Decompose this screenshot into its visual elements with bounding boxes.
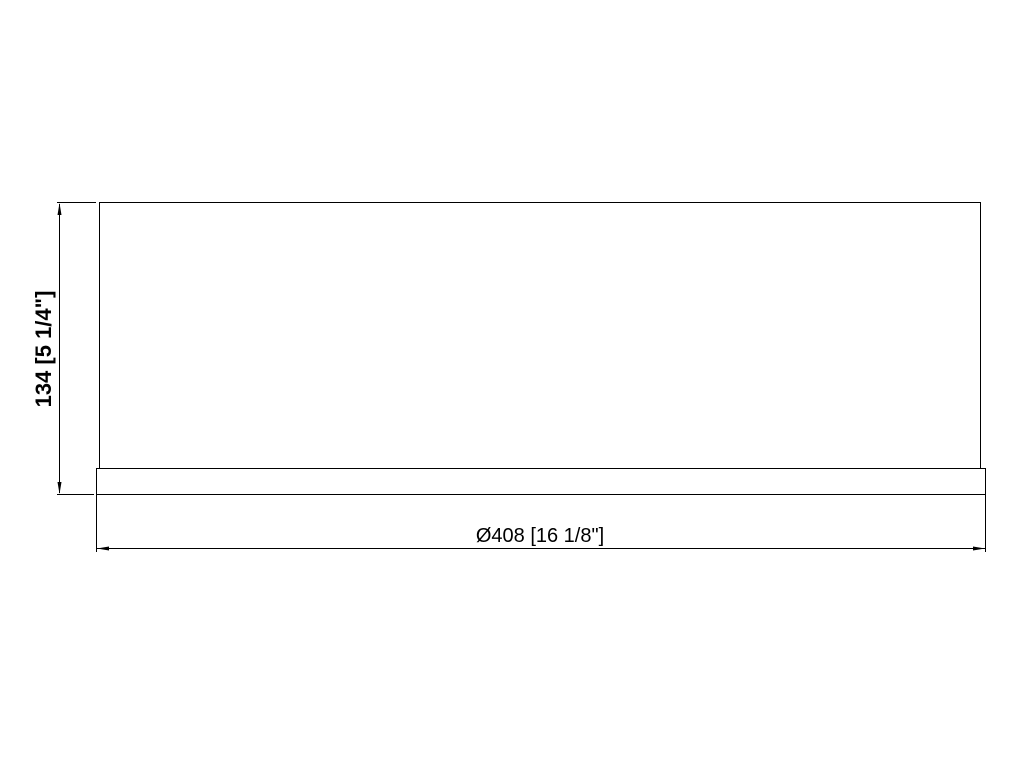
width-dimension-label: Ø408 [16 1/8"] <box>476 525 604 547</box>
width-arrow-right <box>973 546 985 551</box>
fixture-body <box>99 202 981 469</box>
height-dimension-label: 134 [5 1/4"] <box>31 291 56 408</box>
height-arrow-top <box>57 203 62 215</box>
width-arrow-left <box>97 546 109 551</box>
fixture-base <box>96 468 986 495</box>
height-arrow-bottom <box>57 482 62 494</box>
